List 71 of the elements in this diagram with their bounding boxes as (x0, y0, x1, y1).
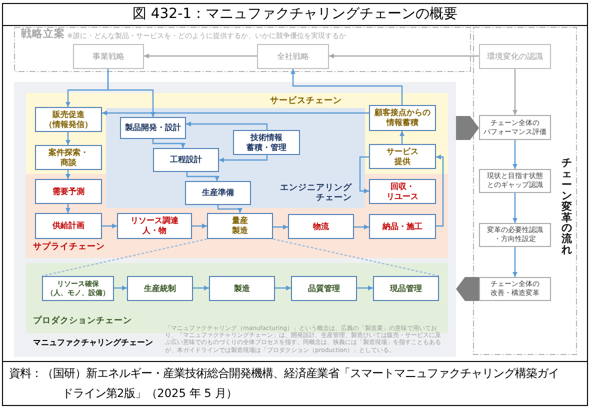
process-box: 生産統制 (127, 276, 193, 301)
source-note: 資料：（国研）新エネルギー・産業技術総合開発機構、経済産業省「スマートマニュファクチャリング構築ガイドライン第2版」（2025 年 5 月） (2, 362, 588, 406)
chevron-arrow (456, 116, 479, 140)
arrow (107, 69, 156, 117)
process-box: サービス提供 (369, 144, 436, 169)
dashed-frame (14, 27, 471, 72)
arrow (512, 193, 518, 223)
band-label: プロダクションチェーン (33, 316, 132, 326)
dashed-connector (272, 238, 440, 277)
panel-title: マニュファクチャリングチェーン (33, 338, 153, 348)
process-box: 生産準備 (185, 181, 251, 205)
frame-heading: 戦略立案 (21, 28, 65, 41)
chevron-arrow (456, 277, 479, 301)
process-box: 量産製造 (207, 213, 273, 239)
arrow (217, 205, 242, 213)
process-box: 技術情報蓄積・管理 (233, 130, 300, 155)
dashed-connector (42, 238, 208, 277)
arrow (66, 204, 70, 213)
arrow (275, 286, 291, 290)
process-box: 回収・リユース (369, 179, 436, 204)
diagram-panel (14, 82, 456, 357)
chain-band (26, 174, 448, 258)
arrow (102, 224, 117, 228)
process-box: 需要予測 (35, 179, 102, 204)
figure-title: 図 432-1：マニュファクチャリングチェーンの概要 (2, 3, 588, 26)
process-box: 全社戦略 (257, 44, 329, 69)
arrow (66, 170, 70, 179)
arrow (102, 110, 369, 116)
arrow (152, 139, 186, 148)
band-label: サプライチェーン (33, 242, 105, 252)
chain-band (26, 93, 448, 174)
arrow (186, 122, 268, 130)
process-box: 工程設計 (153, 148, 219, 172)
dashed-frame (473, 27, 577, 355)
vertical-heading: チェーン変革の流れ (561, 158, 573, 256)
process-box: 製造 (209, 276, 275, 301)
process-box: 顧客接点からの情報蓄積 (369, 105, 436, 131)
arrow (512, 69, 518, 115)
arrow (512, 140, 518, 169)
arrow (357, 286, 373, 290)
arrow (400, 131, 404, 144)
arrow (186, 172, 220, 181)
process-box: リソース調達人・物 (117, 213, 192, 239)
region-label: エンジニアリングチェーン (279, 183, 352, 204)
process-box: 販売促進（情報発信） (35, 107, 102, 132)
arrow (329, 54, 479, 58)
process-box: 現品管理 (373, 276, 439, 301)
chain-region (106, 108, 365, 174)
chain-region (106, 174, 365, 208)
process-box: 供給計画 (35, 213, 102, 239)
arrow (114, 286, 127, 290)
arrow (273, 224, 288, 230)
process-box: 案件探索・商談 (35, 145, 102, 170)
band-label: サービスチェーン (270, 96, 342, 106)
process-box: 事業戦略 (73, 44, 144, 69)
chain-band (26, 263, 448, 333)
arrow (290, 69, 403, 105)
arrow (144, 54, 257, 58)
process-box: 物流 (288, 214, 354, 239)
arrow (192, 224, 207, 228)
arrow (354, 224, 369, 230)
arrow (219, 155, 268, 162)
arrow (436, 154, 444, 227)
process-box: 製品開発・設計 (120, 117, 186, 139)
process-box: 品質管理 (291, 276, 357, 301)
arrow (359, 156, 369, 194)
process-box: 環境変化の認識 (479, 44, 551, 69)
arrow (66, 132, 70, 145)
arrow (512, 247, 518, 277)
arrow (193, 286, 209, 290)
process-box: 納品・施工 (369, 214, 436, 239)
